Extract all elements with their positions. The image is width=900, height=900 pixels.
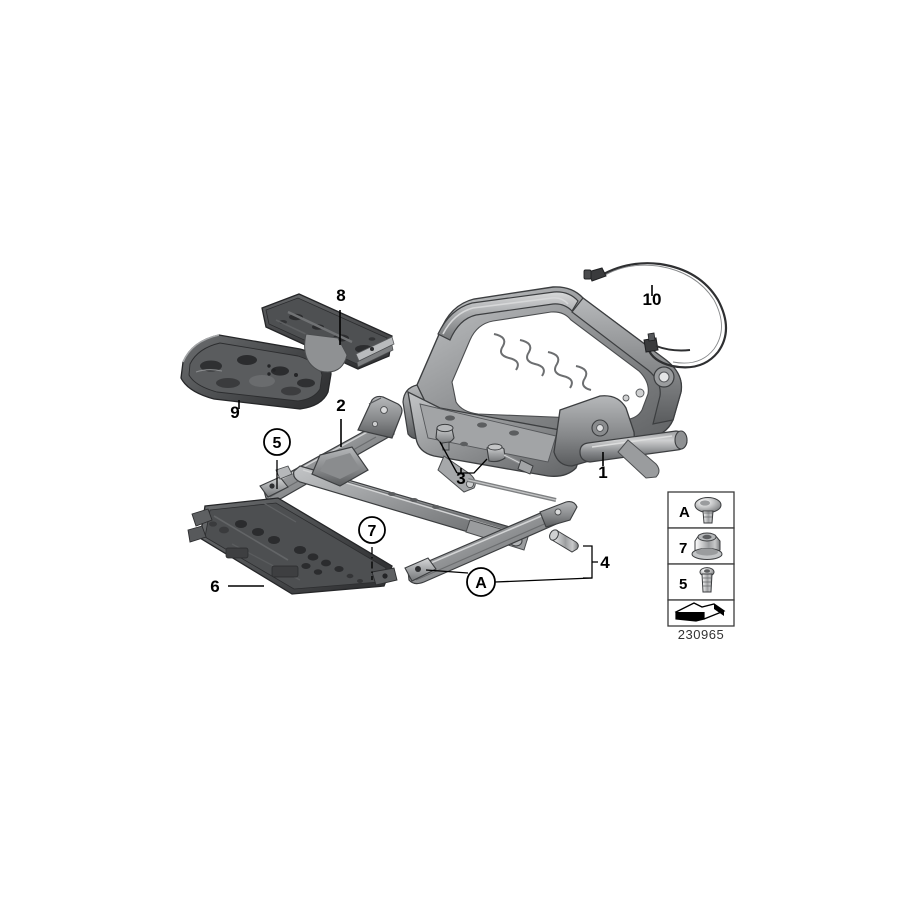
part-6-underfloor-panel bbox=[187, 497, 398, 595]
direction-arrow-icon bbox=[674, 602, 726, 622]
socket-head-screw-icon bbox=[699, 567, 715, 593]
callout-a-detail: A bbox=[425, 567, 593, 597]
callout-10-label: 10 bbox=[643, 290, 662, 309]
legend-row-7-label: 7 bbox=[679, 540, 687, 557]
part-1-seat-frame bbox=[402, 286, 688, 502]
callout-5: 5 bbox=[263, 428, 291, 489]
part-10-wiring-harness bbox=[583, 262, 728, 369]
callout-2: 2 bbox=[336, 396, 346, 447]
legend-row-a-label: A bbox=[679, 504, 690, 521]
part-3-fittings bbox=[435, 423, 534, 475]
part-4-rail-bolt bbox=[404, 501, 598, 585]
callout-8: 8 bbox=[336, 286, 346, 345]
part-number-caption: 230965 bbox=[678, 627, 724, 642]
callout-3-label: 3 bbox=[456, 469, 465, 488]
callout-7: 7 bbox=[358, 516, 386, 580]
callout-1: 1 bbox=[598, 452, 608, 482]
callout-10: 10 bbox=[643, 285, 662, 309]
callout-2-label: 2 bbox=[336, 396, 345, 415]
callout-5-label: 5 bbox=[273, 435, 282, 452]
callout-a-label: A bbox=[475, 575, 487, 592]
callout-8-label: 8 bbox=[336, 286, 345, 305]
part-2-seat-rails bbox=[259, 395, 529, 551]
callout-5-circle bbox=[263, 428, 291, 456]
callout-4-label: 4 bbox=[600, 553, 610, 572]
callout-9: 9 bbox=[230, 400, 240, 422]
legend-panel: A 7 5 bbox=[667, 491, 735, 642]
flange-nut-icon bbox=[691, 532, 723, 560]
part-8-reinforcement bbox=[261, 293, 395, 373]
legend-row-5-label: 5 bbox=[679, 576, 687, 593]
callout-a-circle bbox=[466, 567, 496, 597]
callout-6-label: 6 bbox=[210, 577, 219, 596]
callout-6: 6 bbox=[210, 577, 264, 596]
round-head-bolt-icon bbox=[694, 497, 722, 524]
callout-7-label: 7 bbox=[368, 523, 377, 540]
callout-9-label: 9 bbox=[230, 403, 239, 422]
part-9-cushion-pan bbox=[180, 334, 332, 410]
callout-7-circle bbox=[358, 516, 386, 544]
callout-1-label: 1 bbox=[598, 463, 607, 482]
